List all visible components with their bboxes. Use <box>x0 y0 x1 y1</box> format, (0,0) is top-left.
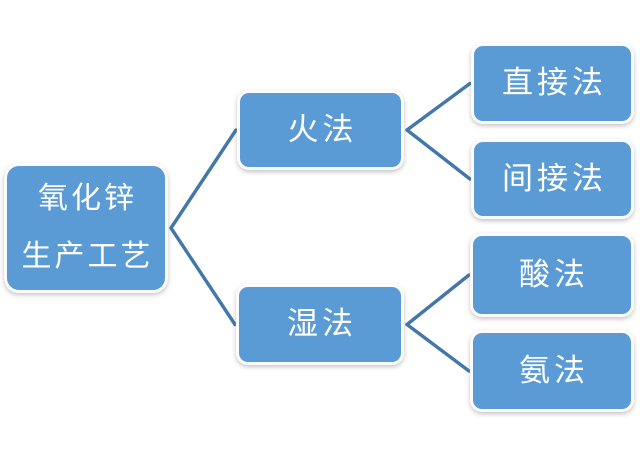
node-label: 酸法 <box>519 256 589 293</box>
node-ammonia-method: 氨法 <box>470 330 634 412</box>
node-zinc-oxide-process: 氧化锌 生产工艺 <box>4 163 168 293</box>
node-wet-method: 湿法 <box>236 284 404 365</box>
node-label: 氨法 <box>519 352 589 389</box>
node-acid-method: 酸法 <box>470 233 634 317</box>
node-label: 间接法 <box>502 160 607 197</box>
node-fire-method: 火法 <box>237 90 404 170</box>
node-direct-method: 直接法 <box>471 43 634 124</box>
node-label: 火法 <box>287 111 358 148</box>
node-label-line1: 氧化锌 <box>38 181 137 216</box>
node-indirect-method: 间接法 <box>471 139 634 219</box>
node-label: 直接法 <box>502 65 607 101</box>
node-label: 湿法 <box>287 306 357 342</box>
node-label-line2: 生产工艺 <box>21 239 154 274</box>
